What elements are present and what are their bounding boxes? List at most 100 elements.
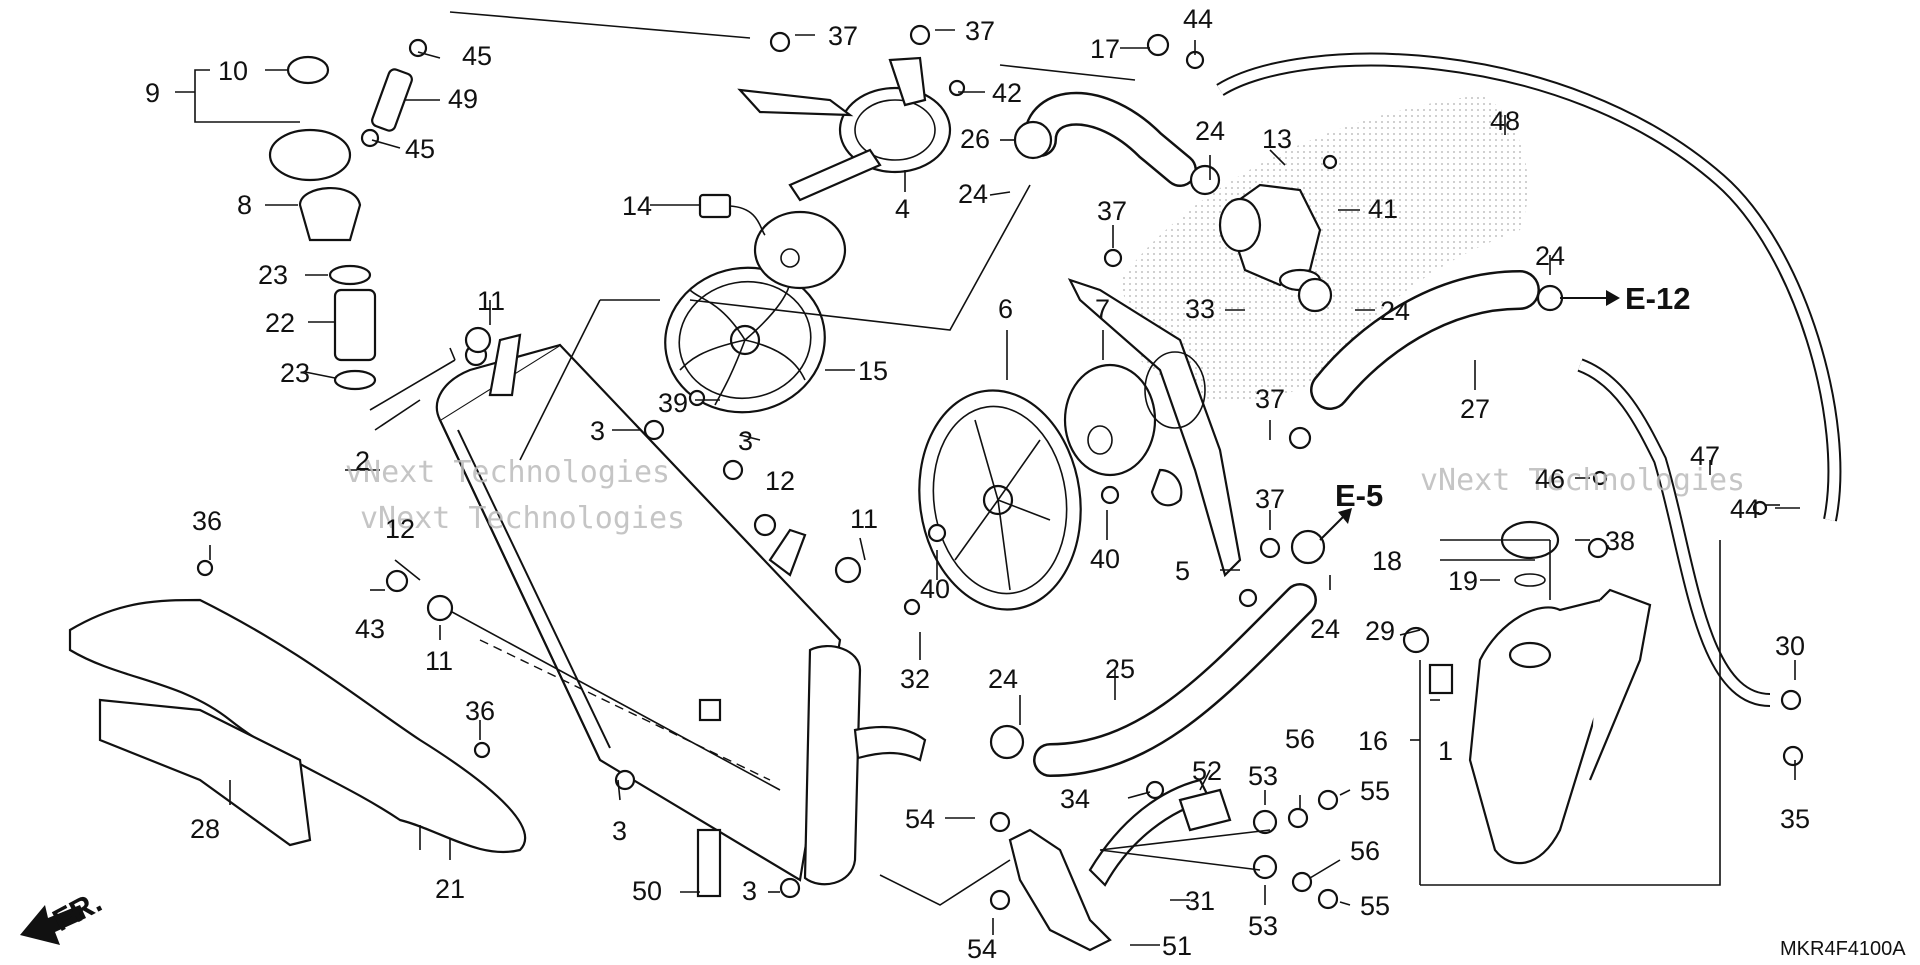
label-44: 44 bbox=[1730, 494, 1760, 524]
fasteners-part bbox=[196, 24, 1804, 911]
label-37-a: 37 bbox=[828, 21, 858, 51]
label-11-low: 11 bbox=[425, 646, 453, 676]
label-11-top: 11 bbox=[477, 286, 505, 316]
label-50: 50 bbox=[632, 876, 662, 906]
reference-lines bbox=[369, 11, 1721, 906]
label-54-top: 54 bbox=[905, 804, 935, 834]
label-15: 15 bbox=[858, 356, 888, 386]
label-3-a: 3 bbox=[590, 416, 605, 446]
label-45: 45 bbox=[405, 134, 435, 164]
shading-area bbox=[1120, 95, 1528, 402]
ref-e5: E-5 bbox=[1335, 478, 1383, 513]
label-2: 2 bbox=[355, 446, 370, 476]
fan-part bbox=[664, 266, 826, 414]
watermark-text-2: vNext Technologies bbox=[1420, 463, 1745, 498]
part-labels: 9 10 45 49 45 8 23 22 23 11 37 37 42 4 1… bbox=[145, 4, 1810, 964]
label-30: 30 bbox=[1775, 631, 1805, 661]
diagram-code: MKR4F4100A bbox=[1780, 938, 1906, 960]
flow-arrows bbox=[1319, 290, 1620, 541]
hose-47-part bbox=[1577, 358, 1771, 707]
label-3-b: 3 bbox=[738, 426, 753, 456]
label-36-low: 36 bbox=[465, 696, 495, 726]
label-13: 13 bbox=[1262, 124, 1292, 154]
label-4: 4 bbox=[895, 194, 910, 224]
radiator-part bbox=[429, 333, 927, 886]
label-31: 31 bbox=[1185, 886, 1215, 916]
label-12-right: 12 bbox=[765, 466, 795, 496]
label-14: 14 bbox=[622, 191, 652, 221]
label-8: 8 bbox=[237, 190, 252, 220]
label-17: 17 bbox=[1090, 34, 1120, 64]
label-21: 21 bbox=[435, 874, 465, 904]
label-9: 9 bbox=[145, 78, 160, 108]
fan-motor-2-part bbox=[1063, 363, 1183, 507]
label-18: 18 bbox=[1372, 546, 1402, 576]
label-33: 33 bbox=[1185, 294, 1215, 324]
label-16: 16 bbox=[1358, 726, 1388, 756]
label-55-top: 55 bbox=[1360, 776, 1390, 806]
label-11-mid: 11 bbox=[850, 504, 878, 534]
shroud-5-part bbox=[1067, 278, 1242, 578]
fan-2-part bbox=[918, 389, 1082, 611]
label-40-b: 40 bbox=[1090, 544, 1120, 574]
watermark-text-1: vNext Technologies bbox=[345, 455, 670, 490]
label-44-top: 44 bbox=[1183, 4, 1213, 34]
label-34: 34 bbox=[1060, 784, 1090, 814]
label-45-top: 45 bbox=[462, 41, 492, 71]
label-49: 49 bbox=[448, 84, 478, 114]
label-3-c: 3 bbox=[612, 816, 627, 846]
label-1: 1 bbox=[1438, 736, 1453, 766]
label-37-c: 37 bbox=[1097, 196, 1127, 226]
label-29: 29 bbox=[1365, 616, 1395, 646]
label-24-b: 24 bbox=[1195, 116, 1225, 146]
label-32: 32 bbox=[900, 664, 930, 694]
label-55-low: 55 bbox=[1360, 891, 1390, 921]
label-56-low: 56 bbox=[1350, 836, 1380, 866]
label-5: 5 bbox=[1175, 556, 1190, 586]
label-41: 41 bbox=[1368, 194, 1398, 224]
label-7: 7 bbox=[1095, 294, 1110, 324]
label-46: 46 bbox=[1535, 464, 1565, 494]
hose-25-part bbox=[1033, 583, 1317, 777]
label-56-top: 56 bbox=[1285, 724, 1315, 754]
label-23-lower: 23 bbox=[280, 358, 310, 388]
label-24-d: 24 bbox=[1535, 241, 1565, 271]
label-23-upper: 23 bbox=[258, 260, 288, 290]
watermark-text-3: vNext Technologies bbox=[360, 501, 685, 536]
hose-22-part bbox=[333, 288, 377, 362]
label-24-c: 24 bbox=[1380, 296, 1410, 326]
label-40-a: 40 bbox=[920, 574, 950, 604]
label-27: 27 bbox=[1460, 394, 1490, 424]
label-54-low: 54 bbox=[967, 934, 997, 960]
label-51: 51 bbox=[1162, 931, 1192, 960]
fan-motor-part bbox=[698, 193, 847, 290]
bracket-part bbox=[1008, 778, 1232, 952]
label-52: 52 bbox=[1192, 756, 1222, 786]
ref-e12: E-12 bbox=[1625, 281, 1690, 316]
reserve-tank-part bbox=[1428, 520, 1652, 865]
label-22: 22 bbox=[265, 308, 295, 338]
label-28: 28 bbox=[190, 814, 220, 844]
label-3-d: 3 bbox=[742, 876, 757, 906]
hose-49-part bbox=[371, 68, 413, 132]
label-37-b: 37 bbox=[965, 16, 995, 46]
label-37-e: 37 bbox=[1255, 484, 1285, 514]
label-24-e: 24 bbox=[1310, 614, 1340, 644]
label-19: 19 bbox=[1448, 566, 1478, 596]
fan-shroud-part bbox=[737, 56, 952, 202]
label-53-low: 53 bbox=[1248, 911, 1278, 941]
label-35: 35 bbox=[1780, 804, 1810, 834]
label-53-top: 53 bbox=[1248, 761, 1278, 791]
label-47: 47 bbox=[1690, 441, 1720, 471]
leader-lines bbox=[175, 29, 1800, 946]
label-10: 10 bbox=[218, 56, 248, 86]
label-25: 25 bbox=[1105, 654, 1135, 684]
hose-48-part bbox=[1216, 52, 1842, 522]
label-42: 42 bbox=[992, 78, 1022, 108]
front-arrow-icon bbox=[20, 905, 86, 945]
hose-27-part bbox=[1310, 270, 1540, 410]
label-12-left: 12 bbox=[385, 514, 415, 544]
reference-labels: E-12 E-5 bbox=[1335, 281, 1690, 513]
